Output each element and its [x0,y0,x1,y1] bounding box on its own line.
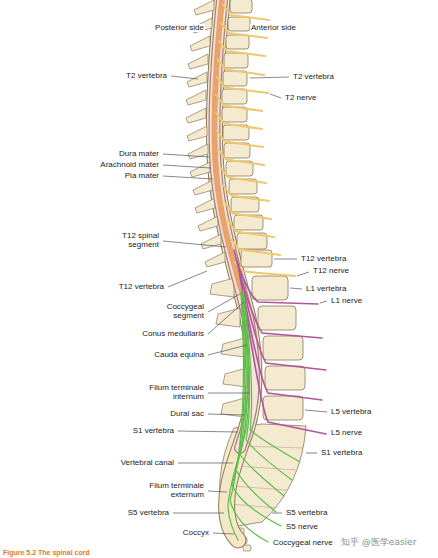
anatomy-label: Coccygeal segment [153,303,205,321]
anatomy-label: Dura mater [118,150,160,159]
anatomy-label: Conus medullaris [141,330,205,339]
anatomy-label: Vertebral canal [120,459,175,468]
anatomy-label: Cauda equina [153,351,205,360]
anatomy-label: Coccyx [182,529,210,538]
anatomy-label: T12 vertebra [300,255,347,264]
anatomy-label: T12 spinal segment [112,232,160,250]
figure-caption: Figure 5.2 The spinal cord [3,549,90,556]
cauda-equina [228,290,300,542]
anatomy-label: S5 vertebra [127,509,170,518]
anatomy-label: T2 vertebra [125,72,168,81]
anatomy-label: Anterior side [250,24,297,33]
anatomy-label: S1 vertebra [132,427,175,436]
thoracic-nerves [216,5,295,276]
anatomy-label: Pia mater [124,172,160,181]
anatomy-label: S5 vertebra [285,509,328,518]
anatomy-label: S1 vertebra [320,449,363,458]
anatomy-label: T2 vertebra [292,73,335,82]
anatomy-label: L1 nerve [330,297,363,306]
anatomy-label: Posterior side [154,24,205,33]
anatomy-label: L5 nerve [330,429,363,438]
watermark: 知乎 @医学easier [340,538,417,548]
anatomy-label: Dural sac [169,410,205,419]
anatomy-label: Filum terminale internum [139,384,205,402]
anatomy-label: Filum terminale externum [139,482,205,500]
anatomy-label: Coccygeal nerve [272,539,334,548]
anatomy-label: L1 vertebra [305,285,347,294]
anatomy-label: Arachnoid mater [99,161,160,170]
anatomy-label: S5 nerve [285,523,319,532]
anatomy-label: T2 nerve [284,94,318,103]
anatomy-label: T12 vertebra [118,283,165,292]
anatomy-label: T12 nerve [312,267,350,276]
anatomy-label: L5 vertebra [330,408,372,417]
